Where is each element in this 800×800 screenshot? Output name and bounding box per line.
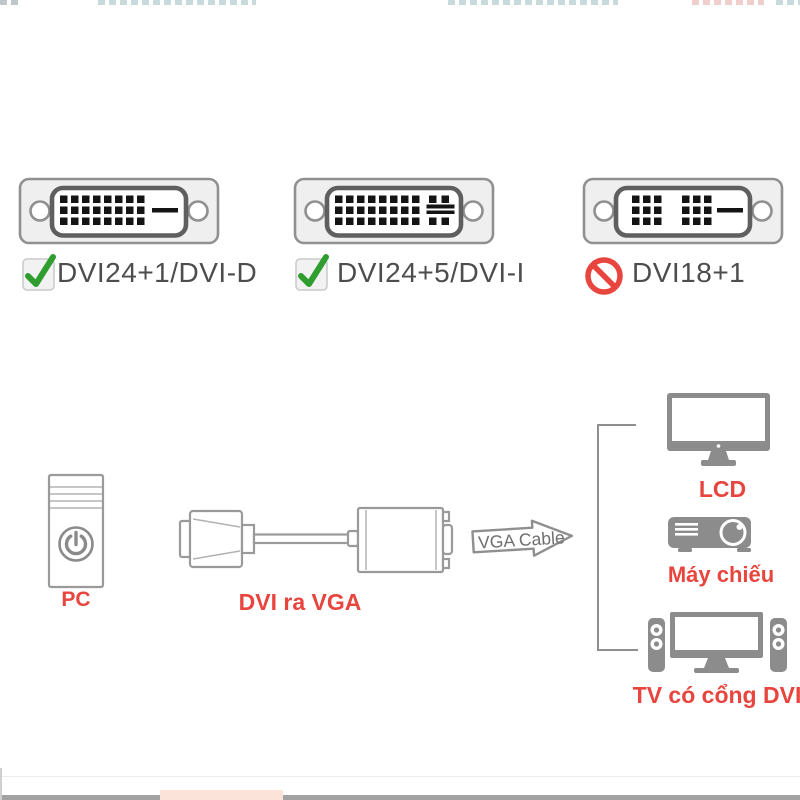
pc-tower-illustration <box>47 473 105 589</box>
projector-label: Máy chiếu <box>667 562 775 587</box>
dvi24plus1-label: DVI24+1/DVI-D <box>57 257 258 288</box>
dvi18plus1-label: DVI18+1 <box>632 257 746 288</box>
dvi-vga-adapter-illustration <box>178 506 454 574</box>
watermark-fragment <box>98 0 256 5</box>
dvi18plus1-connector-illustration <box>582 177 784 245</box>
watermark-fragment <box>448 0 618 5</box>
bottom-edge-strip <box>0 795 800 800</box>
bottom-edge-highlight <box>160 790 283 800</box>
vga-cable-arrow: VGA Cable <box>471 519 574 557</box>
watermark-fragment <box>776 0 800 5</box>
projector-icon <box>668 517 751 552</box>
check-icon <box>22 254 56 291</box>
dvi24plus5-connector-illustration <box>293 177 495 245</box>
left-edge-line <box>0 768 2 800</box>
bottom-hairline <box>0 776 800 777</box>
dvi24plus5-label: DVI24+5/DVI-I <box>337 257 525 288</box>
power-icon <box>58 526 94 562</box>
prohibited-icon <box>585 257 623 295</box>
tv-icon <box>648 612 787 673</box>
lcd-monitor-icon <box>667 393 770 466</box>
output-bracket-line <box>597 424 638 651</box>
lcd-label: LCD <box>698 476 747 502</box>
check-icon <box>295 254 329 291</box>
adapter-label: DVI ra VGA <box>238 589 362 615</box>
tv-label: TV có cổng DVI <box>632 682 800 708</box>
watermark-fragment <box>0 0 18 5</box>
dvi24plus1-connector-illustration <box>18 177 220 245</box>
pc-label: PC <box>61 588 91 611</box>
vga-cable-arrow-label: VGA Cable <box>478 527 566 552</box>
watermark-fragment <box>692 0 764 5</box>
